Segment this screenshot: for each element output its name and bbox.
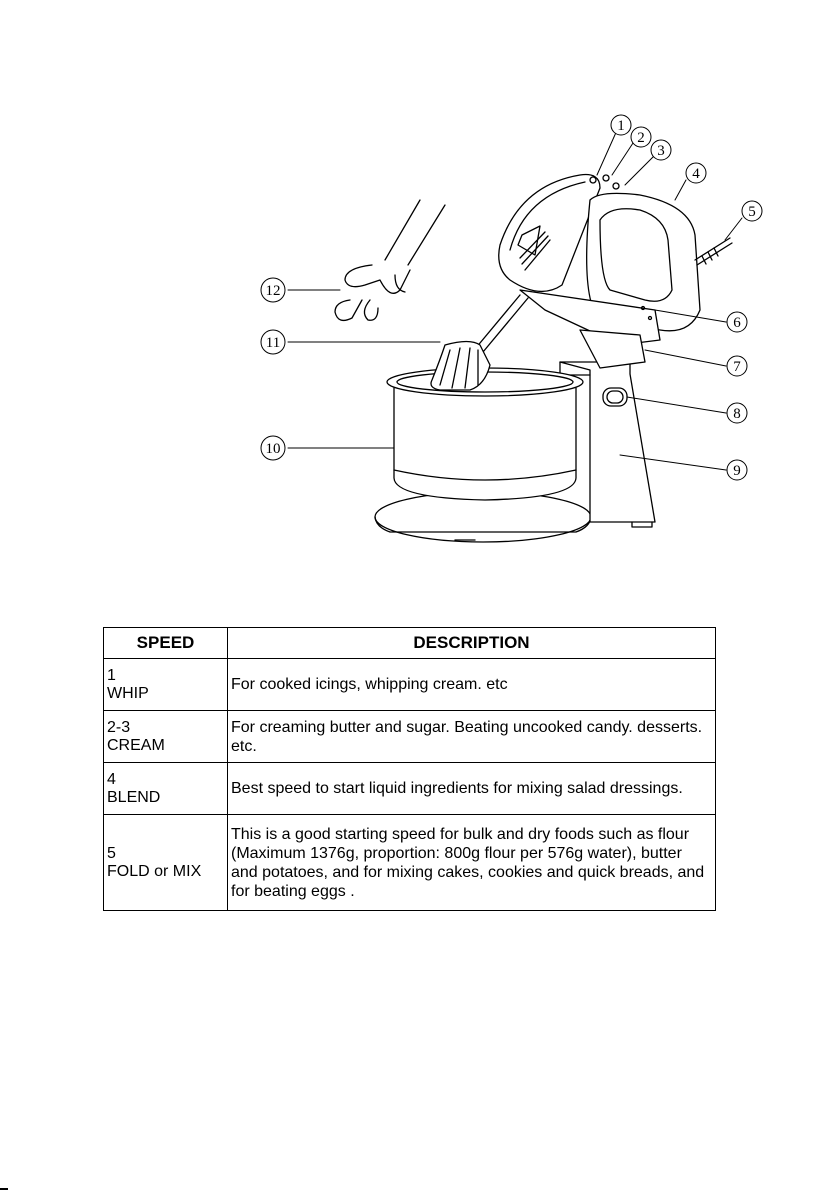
- svg-text:4: 4: [692, 166, 700, 182]
- mixer-head: [498, 173, 733, 369]
- svg-text:6: 6: [733, 315, 741, 331]
- speed-number: 4: [107, 770, 116, 788]
- speed-table: SPEED DESCRIPTION 1 WHIP For cooked icin…: [103, 627, 716, 911]
- beater: [430, 294, 529, 391]
- callout-5: 5: [741, 200, 763, 222]
- callout-3: 3: [650, 139, 672, 161]
- svg-text:2: 2: [637, 130, 645, 146]
- speed-number: 2-3: [107, 718, 131, 736]
- speed-number: 1: [107, 666, 116, 684]
- callout-10: 10: [260, 435, 286, 461]
- description-cell: For creaming butter and sugar. Beating u…: [227, 710, 716, 763]
- svg-text:12: 12: [266, 283, 281, 299]
- svg-text:1: 1: [617, 118, 625, 134]
- speed-cell: 4 BLEND: [103, 762, 228, 815]
- dough-hooks: [334, 199, 446, 322]
- mixer-exploded-diagram: 1 2 3 4 5 6 7 8 9 10 11 12: [260, 114, 763, 543]
- speed-name: FOLD or MIX: [107, 862, 202, 880]
- table-header-row: SPEED DESCRIPTION: [103, 627, 716, 659]
- speed-number: 5: [107, 844, 116, 862]
- description-cell: This is a good starting speed for bulk a…: [227, 814, 716, 911]
- callout-1: 1: [610, 114, 632, 136]
- svg-text:7: 7: [733, 359, 741, 375]
- speed-name: WHIP: [107, 684, 149, 702]
- page-corner-mark: [0, 1188, 8, 1190]
- svg-text:8: 8: [733, 406, 741, 422]
- table-row: 5 FOLD or MIX This is a good starting sp…: [103, 814, 716, 911]
- callout-9: 9: [726, 459, 748, 481]
- callout-4: 4: [685, 162, 707, 184]
- callout-11: 11: [260, 329, 286, 355]
- table-row: 4 BLEND Best speed to start liquid ingre…: [103, 762, 716, 815]
- callout-8: 8: [726, 402, 748, 424]
- svg-text:10: 10: [266, 441, 281, 457]
- release-button: [602, 387, 628, 407]
- speed-cell: 1 WHIP: [103, 658, 228, 711]
- table-row: 1 WHIP For cooked icings, whipping cream…: [103, 658, 716, 711]
- svg-text:9: 9: [733, 463, 741, 479]
- svg-text:5: 5: [748, 204, 756, 220]
- speed-name: BLEND: [107, 788, 161, 806]
- speed-name: CREAM: [107, 736, 165, 754]
- callout-6: 6: [726, 311, 748, 333]
- mixing-bowl: [386, 367, 584, 501]
- callout-7: 7: [726, 355, 748, 377]
- description-cell: Best speed to start liquid ingredients f…: [227, 762, 716, 815]
- callout-12: 12: [260, 277, 286, 303]
- svg-text:11: 11: [266, 335, 280, 351]
- description-header: DESCRIPTION: [227, 627, 716, 659]
- speed-header: SPEED: [103, 627, 228, 659]
- callout-2: 2: [630, 126, 652, 148]
- leader-lines: [287, 127, 743, 471]
- svg-text:3: 3: [657, 143, 665, 159]
- description-cell: For cooked icings, whipping cream. etc: [227, 658, 716, 711]
- speed-cell: 5 FOLD or MIX: [103, 814, 228, 911]
- speed-cell: 2-3 CREAM: [103, 710, 228, 763]
- table-row: 2-3 CREAM For creaming butter and sugar.…: [103, 710, 716, 763]
